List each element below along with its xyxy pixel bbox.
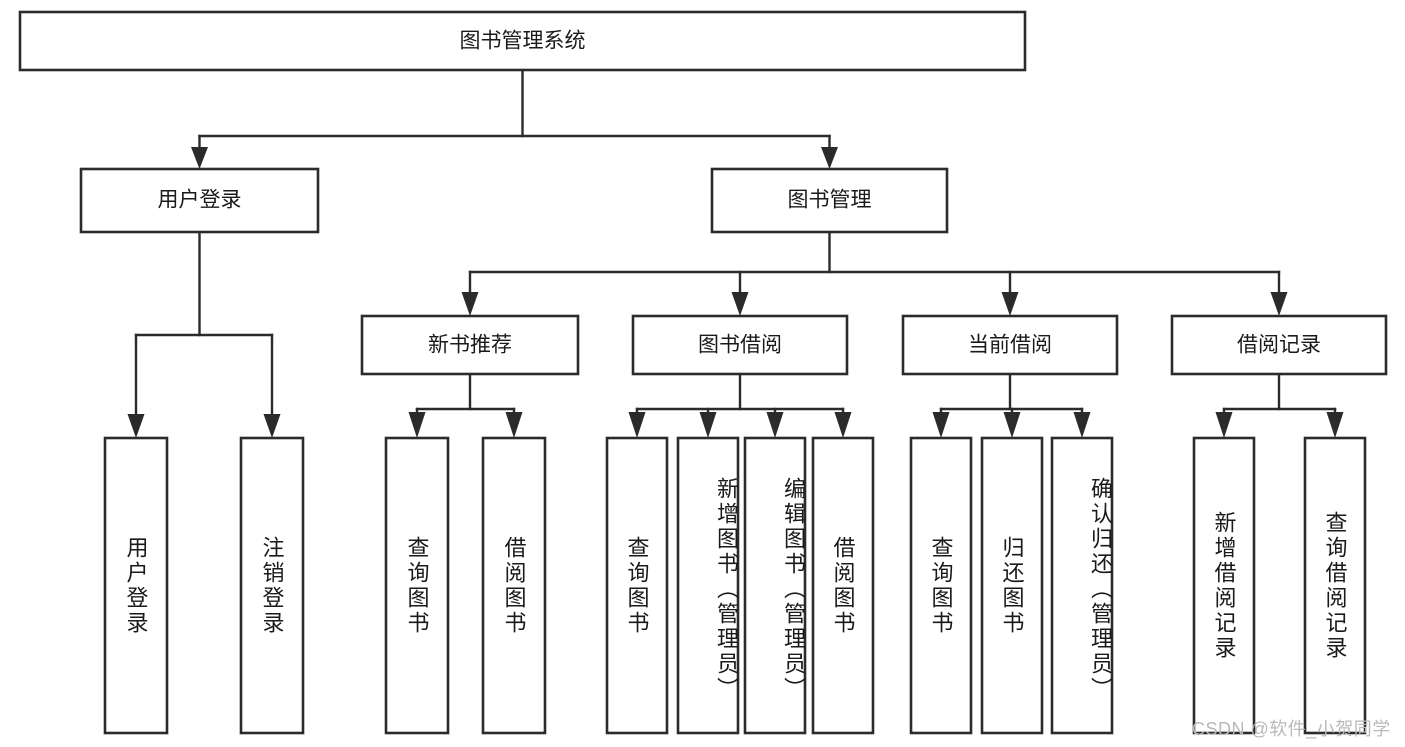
- node-layer: 图书管理系统 用户登录 图书管理 新书推荐 图书借阅 当前借阅 借阅记录: [18, 10, 1388, 735]
- node-box-current-borrow[interactable]: [901, 314, 1119, 376]
- node-box-leaf-add-book[interactable]: [676, 436, 740, 735]
- node-box-book-borrow[interactable]: [631, 314, 849, 376]
- node-box-leaf-logout[interactable]: [239, 436, 305, 735]
- arrow-head-leaf-add-book: [699, 412, 717, 438]
- csdn-watermark: CSDN @软件_小贺同学: [1192, 719, 1391, 739]
- arrow-head-leaf-user-login: [127, 414, 145, 438]
- arrow-head-leaf-borrow-book: [834, 412, 852, 438]
- node-box-borrow-record[interactable]: [1170, 314, 1388, 376]
- node-label-user-login: 用户登录: [158, 189, 242, 212]
- node-label-new-book-recommend: 新书推荐: [428, 334, 512, 357]
- node-box-leaf-return-book[interactable]: [980, 436, 1044, 735]
- node-box-root[interactable]: [18, 10, 1027, 72]
- arrow-head-user-login: [191, 147, 208, 169]
- arrow-head-leaf-edit-book: [766, 412, 784, 438]
- connector-layer: [127, 68, 1344, 438]
- node-box-leaf-query-book-current[interactable]: [909, 436, 973, 735]
- arrow-head-leaf-query-book-current: [932, 412, 950, 438]
- node-box-leaf-query-borrow-record[interactable]: [1303, 436, 1367, 735]
- node-box-leaf-query-book-borrow[interactable]: [605, 436, 669, 735]
- node-box-leaf-edit-book[interactable]: [743, 436, 807, 735]
- node-box-user-login[interactable]: [79, 167, 320, 234]
- arrow-head-new-book-recommend: [461, 292, 479, 316]
- arrow-head-leaf-logout: [263, 414, 281, 438]
- arrow-head-book-management: [821, 147, 838, 169]
- arrow-head-borrow-record: [1270, 292, 1288, 316]
- arrow-head-leaf-confirm-return: [1073, 412, 1091, 438]
- arrow-head-leaf-return-book: [1003, 412, 1021, 438]
- node-box-leaf-add-borrow-record[interactable]: [1192, 436, 1256, 735]
- node-box-leaf-borrow-book-recommend[interactable]: [481, 436, 547, 735]
- arrow-head-leaf-query-borrow-record: [1326, 412, 1344, 438]
- arrow-head-leaf-query-book-recommend: [408, 412, 426, 438]
- node-label-book-management: 图书管理: [788, 189, 872, 212]
- node-label-book-borrow: 图书借阅: [698, 334, 782, 357]
- node-box-leaf-user-login[interactable]: [103, 436, 169, 735]
- arrow-head-current-borrow: [1001, 292, 1019, 316]
- node-label-current-borrow: 当前借阅: [968, 334, 1052, 357]
- arrow-head-book-borrow: [731, 292, 749, 316]
- node-box-leaf-confirm-return[interactable]: [1050, 436, 1114, 735]
- node-label-root: 图书管理系统: [460, 30, 586, 53]
- arrow-head-leaf-add-borrow-record: [1215, 412, 1233, 438]
- node-label-borrow-record: 借阅记录: [1237, 334, 1321, 357]
- node-box-new-book-recommend[interactable]: [360, 314, 580, 376]
- arrow-head-leaf-borrow-book-recommend: [505, 412, 523, 438]
- node-box-leaf-borrow-book[interactable]: [811, 436, 875, 735]
- node-box-leaf-query-book-recommend[interactable]: [384, 436, 450, 735]
- arrow-head-leaf-query-book-borrow: [628, 412, 646, 438]
- node-box-book-management[interactable]: [710, 167, 949, 234]
